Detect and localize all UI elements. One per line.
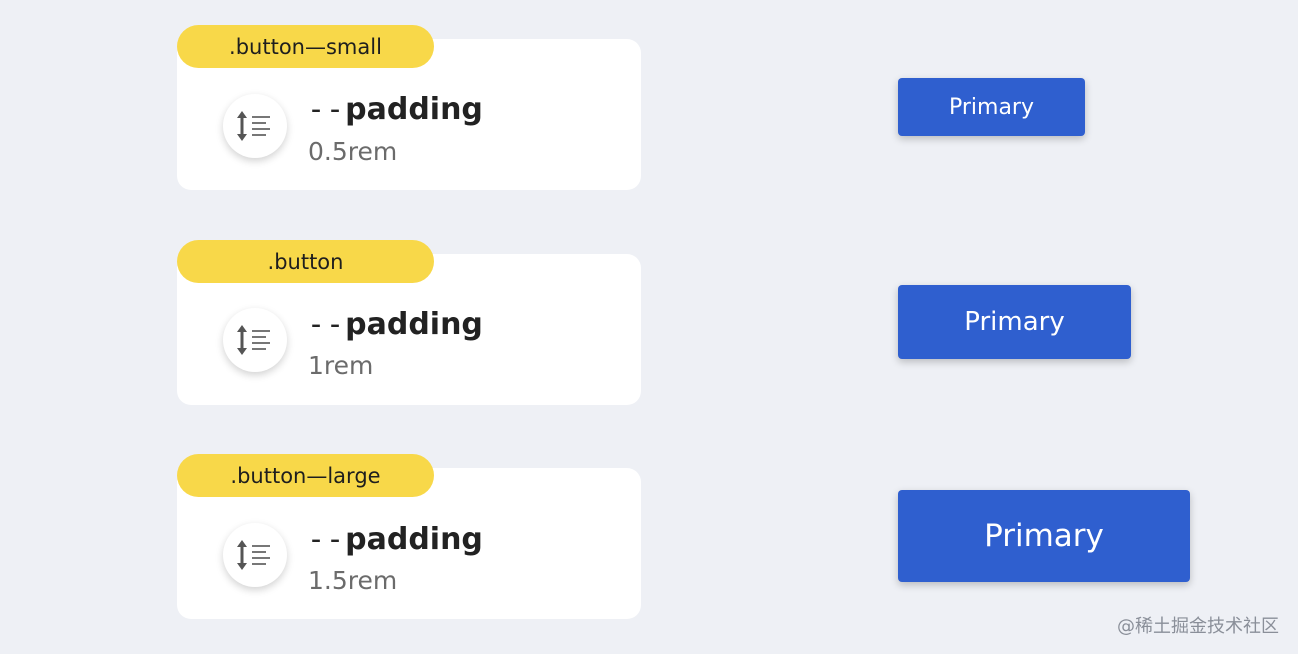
property-prefix: -- [307,92,346,127]
property-key: padding [345,92,483,127]
primary-button-default[interactable]: Primary [898,285,1131,359]
primary-button-small[interactable]: Primary [898,78,1085,136]
property-key: padding [345,307,483,342]
line-height-icon [223,308,287,372]
primary-button-large[interactable]: Primary [898,490,1190,582]
class-tag-small: .button—small [177,25,434,68]
property-prefix: -- [307,522,346,557]
watermark-text: @稀土掘金技术社区 [1117,616,1279,637]
property-value: 1rem [308,351,374,380]
property-name: --padding [307,525,483,555]
property-value: 0.5rem [308,137,398,166]
property-value: 1.5rem [308,566,398,595]
line-height-icon [223,523,287,587]
property-prefix: -- [307,307,346,342]
property-name: --padding [307,95,483,125]
line-height-icon [223,94,287,158]
class-tag-default: .button [177,240,434,283]
property-name: --padding [307,310,483,340]
property-key: padding [345,522,483,557]
class-tag-large: .button—large [177,454,434,497]
